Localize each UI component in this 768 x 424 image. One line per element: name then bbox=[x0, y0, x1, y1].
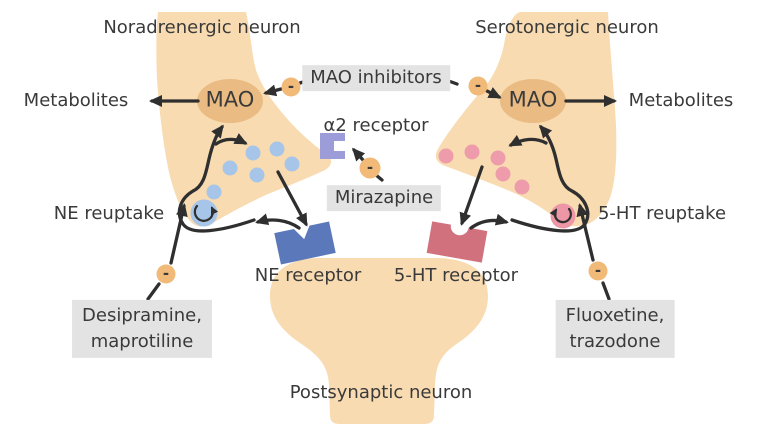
arrow-desipramine-inhibits-reuptake bbox=[169, 203, 188, 265]
ne-receptor-label: NE receptor bbox=[254, 265, 362, 287]
mao-enzyme-left bbox=[197, 79, 263, 123]
ne-vesicle bbox=[222, 160, 238, 176]
ne-vesicle bbox=[269, 141, 285, 157]
inhibition-badge-desipramine: - bbox=[156, 264, 176, 284]
serotonin-vesicle bbox=[438, 148, 454, 164]
arrow-synapse-to-ht-transporter bbox=[469, 213, 509, 230]
five-ht-reuptake-label: 5-HT reuptake bbox=[597, 203, 727, 225]
serotonin-vesicles bbox=[438, 144, 530, 195]
inhibition-badge-maoi-right: - bbox=[468, 76, 488, 96]
loop-ne-reuptake-to-mao bbox=[177, 124, 256, 233]
desipramine-label-line2: maprotiline bbox=[90, 331, 194, 352]
desipramine-label: Desipramine, maprotiline bbox=[72, 299, 212, 359]
arrow-ht-release bbox=[459, 165, 484, 226]
line-fluoxetine-to-minus bbox=[601, 281, 611, 301]
five-ht-recycle-arrow bbox=[549, 207, 572, 224]
arrow-maoi-to-mao-left bbox=[263, 84, 283, 97]
arrow-synapse-to-ne-transporter bbox=[255, 213, 301, 230]
ne-receptor-shape bbox=[274, 221, 336, 265]
alpha2-receptor-shape bbox=[320, 133, 345, 159]
branch-ne-to-vesicles bbox=[214, 133, 248, 146]
loop-ht-reuptake-to-mao bbox=[510, 124, 590, 233]
metabolites-label-right: Metabolites bbox=[628, 90, 734, 112]
ne-vesicles bbox=[206, 141, 300, 200]
fluoxetine-label: Fluoxetine, trazodone bbox=[555, 299, 675, 359]
fluoxetine-label-line1: Fluoxetine, bbox=[565, 304, 665, 326]
ne-vesicle bbox=[249, 167, 265, 183]
ne-reuptake-label: NE reuptake bbox=[53, 203, 165, 225]
inhibition-badge-maoi-left: - bbox=[281, 77, 301, 97]
branch-ht-to-vesicles bbox=[508, 134, 548, 147]
mao-label-left: MAO bbox=[205, 87, 255, 112]
arrow-fluoxetine-inhibits-reuptake bbox=[576, 203, 595, 262]
line-mirazapine-to-minus bbox=[374, 173, 384, 182]
serotonin-vesicle bbox=[464, 144, 480, 160]
mao-inhibitors-label: MAO inhibitors bbox=[302, 65, 450, 91]
arrow-maoi-to-mao-right bbox=[485, 87, 502, 99]
five-ht-receptor-shape bbox=[426, 221, 488, 263]
mirazapine-label: Mirazapine bbox=[326, 185, 442, 211]
postsynaptic-neuron-title: Postsynaptic neuron bbox=[289, 382, 473, 404]
metabolites-label-left: Metabolites bbox=[23, 90, 129, 112]
ne-vesicle bbox=[206, 184, 222, 200]
alpha2-receptor-label: α2 receptor bbox=[323, 115, 429, 137]
ne-vesicle bbox=[245, 145, 261, 161]
postsynaptic-neuron-body bbox=[270, 258, 488, 424]
serotonin-vesicle bbox=[495, 166, 511, 182]
serotonergic-neuron-title: Serotonergic neuron bbox=[475, 17, 659, 39]
five-ht-receptor-label: 5-HT receptor bbox=[393, 265, 519, 287]
ne-vesicle bbox=[284, 156, 300, 172]
inhibition-badge-fluoxetine: - bbox=[588, 261, 608, 281]
serotonin-vesicle bbox=[490, 150, 506, 166]
arrow-mirazapine-inhibits-alpha2 bbox=[351, 147, 366, 162]
inhibition-badge-mirazapine: - bbox=[359, 157, 381, 179]
desipramine-label-line1: Desipramine, bbox=[82, 304, 202, 326]
serotonin-vesicle bbox=[514, 179, 530, 195]
line-desipramine-to-minus bbox=[146, 282, 161, 301]
mao-label-right: MAO bbox=[508, 87, 558, 112]
mao-enzyme-right bbox=[500, 79, 566, 123]
ne-recycle-arrow bbox=[193, 204, 219, 222]
fluoxetine-label-line2: trazodone bbox=[569, 331, 661, 352]
noradrenergic-neuron-title: Noradrenergic neuron bbox=[103, 17, 301, 39]
arrow-ne-release bbox=[276, 170, 308, 227]
